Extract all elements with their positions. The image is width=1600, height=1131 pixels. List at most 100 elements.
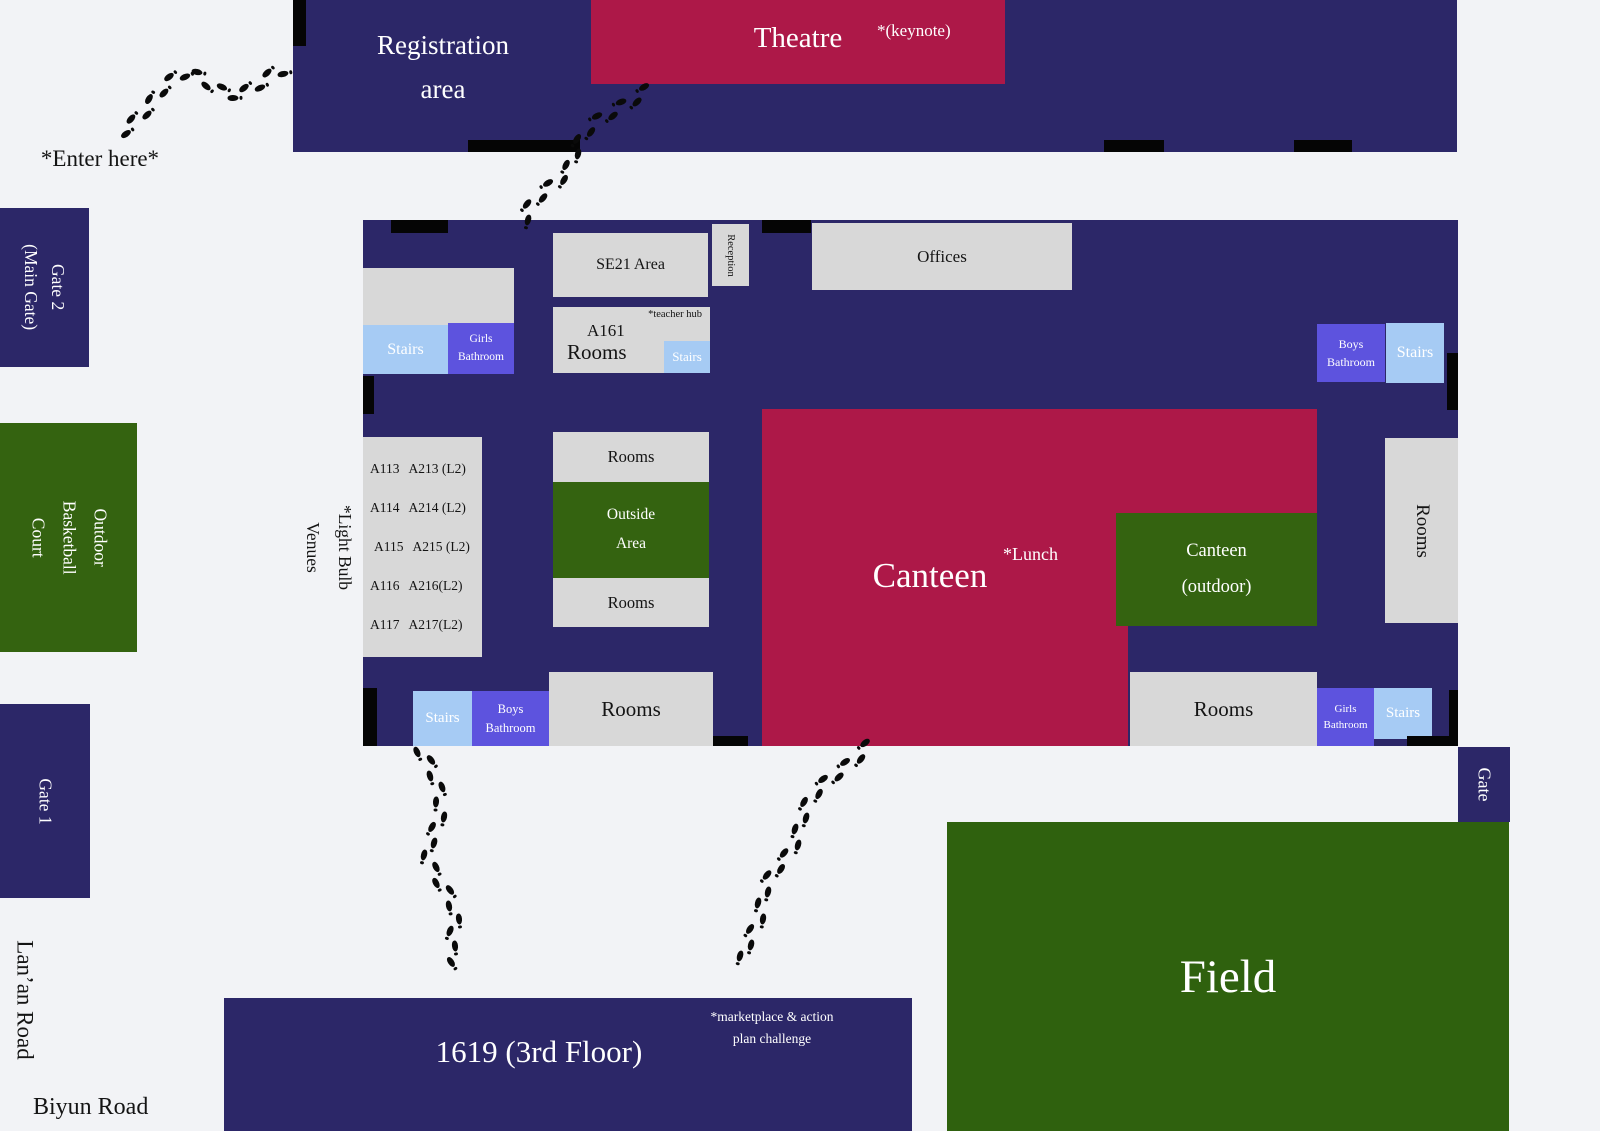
boys-bathroom-label: Boys Bathroom [1327, 337, 1375, 369]
gate-1: Gate 1 [0, 704, 90, 898]
reception: Reception [712, 224, 749, 286]
canteen-to-1619-trail-footprint [753, 897, 763, 910]
stairs-a161: Stairs [664, 341, 710, 373]
main-to-1619-trail-footprint [455, 912, 463, 925]
room-list-row: A117 A217(L2) [370, 617, 482, 633]
enter-here-label: *Enter here* [40, 146, 160, 171]
room-number: A215 (L2) [412, 538, 470, 554]
a161-label: A161 [587, 321, 625, 340]
room-number: A217(L2) [408, 617, 463, 633]
enter-trail-footprint [124, 112, 137, 125]
door-marker [1447, 353, 1458, 410]
canteen-to-1619-trail-footprint [777, 846, 790, 860]
rooms-label: Rooms [1193, 696, 1254, 721]
door-marker [363, 376, 374, 414]
theatre-to-main-trail-footprint [560, 158, 571, 171]
canteen-to-1619-trail-footprint [735, 949, 745, 963]
door-marker [1449, 690, 1458, 746]
rooms-mid-upper: Rooms [553, 432, 709, 482]
enter-trail-footprint [227, 95, 239, 102]
lanan-road-label: Lan’an Road [0, 920, 110, 1080]
canteen-to-1619-trail-footprint [790, 823, 800, 836]
gate-east: Gate [1458, 747, 1510, 822]
door-marker [762, 220, 811, 233]
room-number: A117 [370, 617, 400, 633]
stairs-northwest: Stairs [363, 325, 448, 374]
canteen-to-1619-trail-footprint [775, 862, 787, 875]
boys-bathroom-northeast: Boys Bathroom [1317, 324, 1385, 382]
boys-bathroom-label: Boys Bathroom [485, 701, 536, 735]
field: Field [947, 822, 1509, 1131]
canteen-to-1619-trail-footprint [764, 885, 773, 898]
stairs-label: Stairs [425, 710, 460, 726]
girls-bathroom-label: Girls Bathroom [1323, 702, 1368, 732]
room-number: A216(L2) [408, 578, 463, 594]
enter-trail-footprint [215, 81, 229, 92]
main-to-1619-trail-footprint [436, 780, 447, 794]
enter-trail-footprint [260, 66, 274, 79]
door-marker [713, 736, 748, 746]
room-list-row: A114 A214 (L2) [370, 500, 482, 516]
canteen-outdoor: Canteen (outdoor) [1116, 513, 1317, 626]
stairs-label: Stairs [672, 349, 702, 364]
stairs-southeast: Stairs [1374, 688, 1432, 739]
theatre-area: Theatre *(keynote) [591, 0, 1005, 84]
theatre-keynote-note: *(keynote) [877, 21, 951, 40]
rooms-label: Rooms [1411, 503, 1433, 558]
door-marker [363, 688, 377, 746]
a161-rooms-label: Rooms [567, 340, 627, 364]
room-list-row: A115 A215 (L2) [370, 539, 482, 555]
enter-trail-footprint [143, 92, 155, 106]
canteen-to-1619-trail-footprint [747, 938, 756, 951]
canteen-to-1619-trail-footprint [855, 752, 867, 765]
rooms-label: Rooms [607, 447, 655, 466]
main-to-1619-trail-footprint [426, 820, 438, 834]
unlabeled-room [363, 268, 514, 325]
canteen-to-1619-trail-footprint [744, 922, 756, 935]
enter-trail-footprint [140, 108, 153, 121]
canteen-to-1619-trail-footprint [801, 811, 811, 825]
stairs-label: Stairs [1385, 705, 1421, 721]
canteen-to-1619-trail-footprint [832, 770, 845, 783]
outside-area: Outside Area [553, 482, 709, 578]
main-to-1619-trail-footprint [429, 836, 439, 850]
rooms-label: Rooms [601, 696, 661, 721]
main-to-1619-trail-footprint [431, 876, 442, 889]
rooms-south-east: Rooms [1130, 672, 1317, 746]
main-to-1619-trail-footprint [444, 884, 456, 897]
boys-bathroom-southwest: Boys Bathroom [472, 691, 549, 746]
canteen-extension [1128, 409, 1317, 514]
a161-rooms-block: *teacher hub A161 Rooms Stairs [553, 307, 710, 373]
main-to-1619-trail-footprint [444, 900, 453, 913]
canteen [762, 409, 1128, 746]
canteen-to-1619-trail-footprint [816, 773, 829, 785]
room-number: A213 (L2) [408, 460, 466, 476]
theatre-to-main-trail-footprint [536, 192, 549, 205]
gate-1-label: Gate 1 [35, 777, 56, 825]
theatre-to-main-trail-footprint [573, 148, 583, 161]
main-to-1619-trail-footprint [444, 925, 455, 938]
offices: Offices [812, 223, 1072, 290]
enter-trail-footprint [253, 82, 267, 93]
main-to-1619-trail-footprint [424, 753, 437, 767]
room-number: A114 [370, 499, 400, 515]
gate-2-main-gate: Gate 2 (Main Gate) [0, 208, 89, 367]
girls-bathroom-northwest: Girls Bathroom [448, 323, 514, 374]
enter-trail-footprint [178, 71, 192, 82]
rooms-south-west: Rooms [549, 672, 713, 746]
room-number: A214 (L2) [408, 499, 466, 515]
registration-area-label: Registration area [377, 30, 509, 104]
lunch-note: *Lunch [1003, 544, 1058, 564]
stairs-southwest: Stairs [413, 691, 472, 746]
se21-area: SE21 Area [553, 233, 708, 297]
outside-area-label: Outside Area [606, 506, 656, 552]
enter-trail-footprint [162, 71, 175, 83]
teacher-hub-note: *teacher hub [648, 309, 702, 320]
rooms-label: Rooms [607, 592, 655, 612]
se21-label: SE21 Area [596, 256, 665, 273]
main-to-1619-trail-footprint [432, 796, 440, 808]
building-1619-label: 1619 (3rd Floor) [435, 1034, 643, 1069]
door-marker [1104, 140, 1164, 152]
building-1619: 1619 (3rd Floor) *marketplace & action p… [224, 998, 912, 1131]
